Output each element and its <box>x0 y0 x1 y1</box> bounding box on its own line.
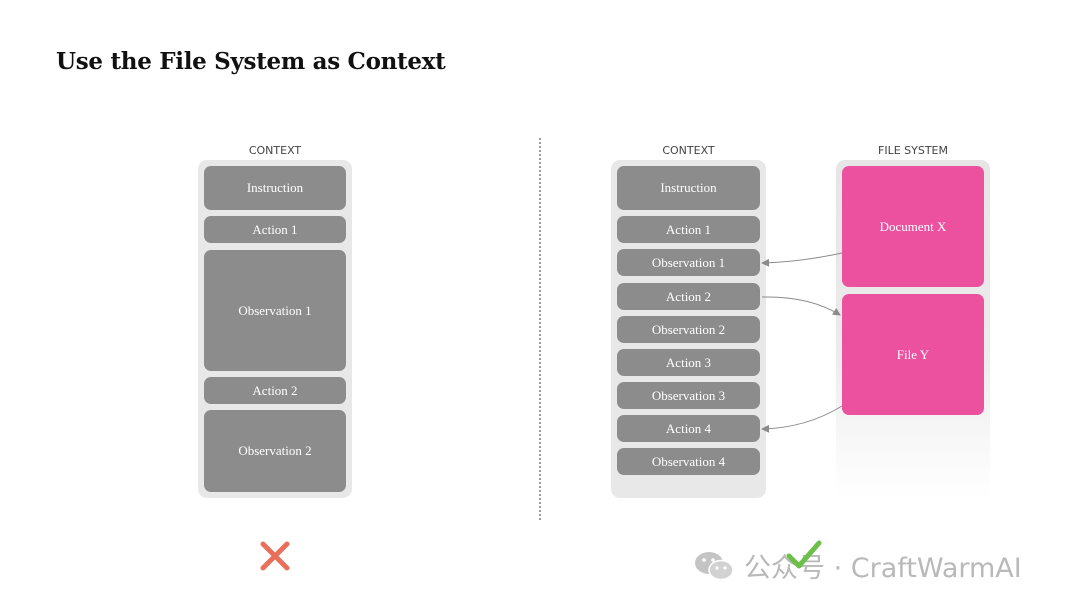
wechat-icon <box>695 551 734 580</box>
file-y: File Y <box>842 294 984 415</box>
file-document-x: Document X <box>842 166 984 287</box>
section-divider <box>539 138 541 520</box>
page-title: Use the File System as Context <box>56 48 446 75</box>
watermark: 公众号 · CraftWarmAI <box>694 546 1022 585</box>
left-block-observation-2: Observation 2 <box>204 410 346 492</box>
left-block-action-2: Action 2 <box>204 377 346 404</box>
arrow-document-x-to-observation-1 <box>761 252 843 267</box>
right-block-observation-1: Observation 1 <box>617 249 760 276</box>
right-block-action-2: Action 2 <box>617 283 760 310</box>
right-block-action-3: Action 3 <box>617 349 760 376</box>
right-block-observation-3: Observation 3 <box>617 382 760 409</box>
right-block-observation-4: Observation 4 <box>617 448 760 475</box>
arrow-file-y-to-action-4 <box>761 405 843 433</box>
left-block-instruction: Instruction <box>204 166 346 210</box>
left-block-observation-1: Observation 1 <box>204 250 346 371</box>
arrow-action-2-to-file-y <box>761 296 841 316</box>
check-icon <box>786 540 822 569</box>
right-block-observation-2: Observation 2 <box>617 316 760 343</box>
left-context-label: CONTEXT <box>248 144 302 157</box>
cross-icon <box>260 541 290 571</box>
file-system-label: FILE SYSTEM <box>878 144 948 157</box>
left-block-action-1: Action 1 <box>204 216 346 243</box>
right-block-instruction: Instruction <box>617 166 760 210</box>
right-block-action-1: Action 1 <box>617 216 760 243</box>
right-block-action-4: Action 4 <box>617 415 760 442</box>
right-context-label: CONTEXT <box>662 144 715 157</box>
